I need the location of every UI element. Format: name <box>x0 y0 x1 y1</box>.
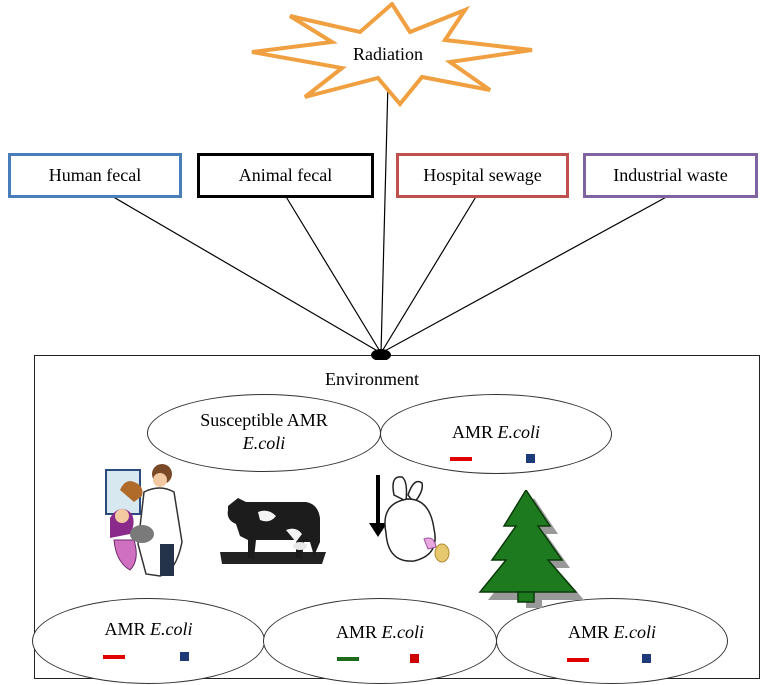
source-animal-fecal: Animal fecal <box>197 153 374 198</box>
line-human-fecal <box>109 194 382 354</box>
line-hospital-sewage <box>380 194 478 354</box>
rabbit-icon <box>369 475 450 563</box>
marker-red-square <box>410 654 419 663</box>
cow-icon <box>220 498 326 564</box>
source-hospital-sewage-label: Hospital sewage <box>423 165 542 185</box>
ellipse-amr-top: AMR E.coli <box>380 394 612 474</box>
ellipse-amr-bottom-right-label: AMR E.coli <box>567 622 656 642</box>
ellipse-amr-bottom-right: AMR E.coli <box>496 598 728 684</box>
marker-navy-square <box>642 654 651 663</box>
marker-navy-square <box>526 454 535 463</box>
ellipse-amr-bottom-middle-label: AMR E.coli <box>335 622 424 642</box>
line-industrial-waste <box>380 194 671 354</box>
line-radiation <box>380 81 389 354</box>
vet-with-pets-icon <box>105 464 183 577</box>
ellipse-amr-bottom-middle: AMR E.coli <box>263 598 497 684</box>
marker-navy-square <box>180 652 189 661</box>
source-animal-fecal-label: Animal fecal <box>238 165 333 185</box>
ellipse-amr-top-label: AMR E.coli <box>451 422 540 442</box>
environment-title: Environment <box>325 369 419 389</box>
marker-red-dash <box>450 457 472 461</box>
ellipse-amr-bottom-left: AMR E.coli <box>32 598 265 684</box>
source-human-fecal-label: Human fecal <box>48 165 142 185</box>
source-industrial-waste-label: Industrial waste <box>613 165 728 185</box>
source-hospital-sewage: Hospital sewage <box>396 153 569 198</box>
ellipse-susceptible-line2: E.coli <box>242 433 286 453</box>
pine-tree-icon <box>478 490 584 608</box>
junction-dot <box>371 349 391 360</box>
radiation-burst: Radiation <box>251 2 533 107</box>
marker-red-dash <box>567 658 589 662</box>
ellipse-susceptible: Susceptible AMR E.coli <box>147 394 381 472</box>
source-industrial-waste: Industrial waste <box>583 153 758 198</box>
radiation-burst-shape <box>251 2 533 107</box>
ellipse-susceptible-line1: Susceptible AMR <box>200 410 328 430</box>
source-human-fecal: Human fecal <box>8 153 182 198</box>
marker-red-dash <box>103 655 125 659</box>
radiation-label: Radiation <box>353 44 423 64</box>
line-animal-fecal <box>284 194 382 354</box>
marker-green-dash <box>337 657 359 661</box>
ellipse-amr-bottom-left-label: AMR E.coli <box>104 619 193 639</box>
